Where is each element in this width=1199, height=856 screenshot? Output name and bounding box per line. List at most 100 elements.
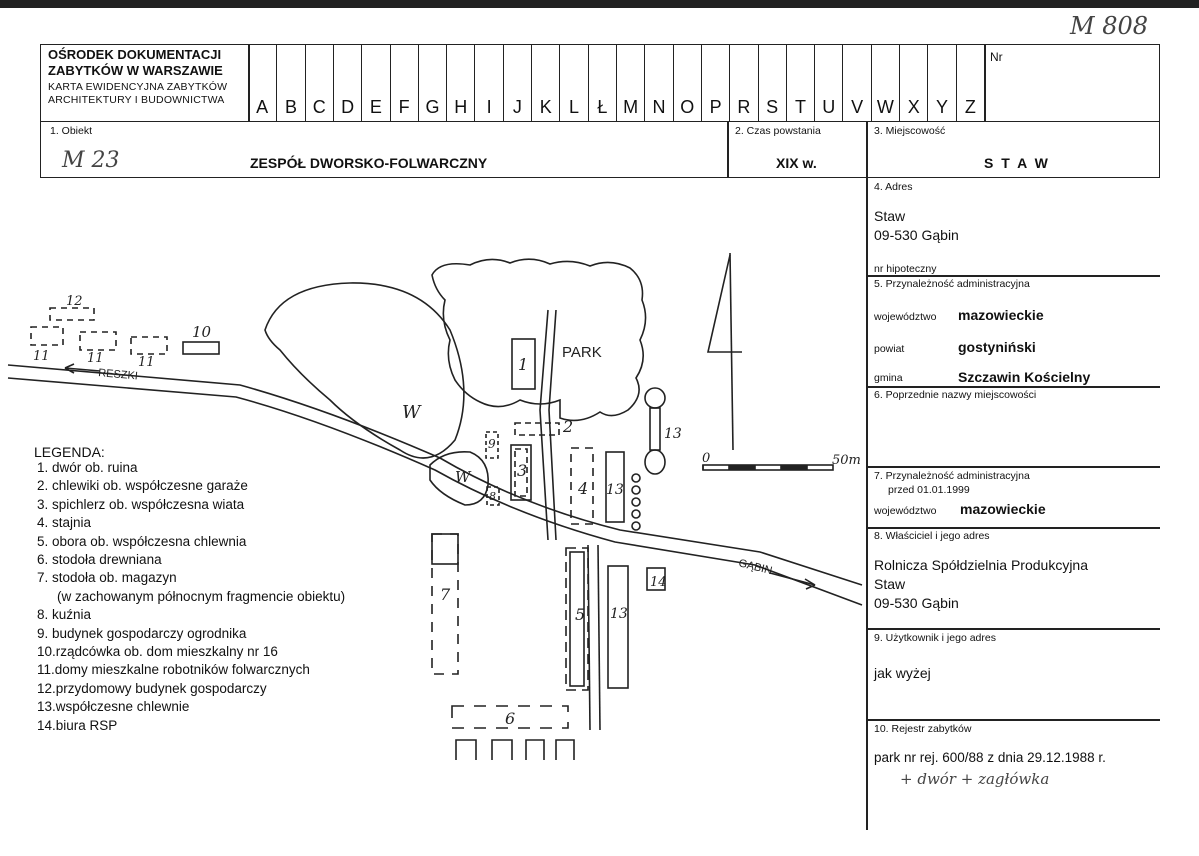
legend-item: 1. dwór ob. ruina (37, 460, 138, 475)
map-label-13c: 13 (610, 606, 628, 622)
building-5-inner (569, 551, 585, 687)
building-12 (49, 307, 95, 321)
letter-cell-7: H (446, 44, 474, 122)
legend-title: LEGENDA: (34, 444, 105, 460)
obiekt-handwritten: M 23 (62, 148, 120, 173)
letter-cell-18: S (757, 44, 786, 122)
legend-item: 14.biura RSP (37, 717, 118, 733)
map-label-water-small: W (455, 468, 472, 486)
building-4 (570, 447, 594, 525)
scale-bar-fill-2 (781, 465, 807, 470)
letter-16: P (709, 97, 722, 117)
legend-item: 5. obora ob. współczesna chlewnia (37, 533, 247, 549)
letter-11: L (569, 97, 580, 117)
map-label-4: 4 (577, 479, 588, 498)
adres-label: 4. Adres (874, 181, 913, 193)
letter-cell-20: U (814, 44, 842, 122)
building-13b-bottom (644, 449, 666, 475)
subtitle-line-2: ARCHITEKTURY I BUDOWNICTWA (48, 94, 225, 106)
letter-cell-22: W (870, 44, 899, 122)
map-label-7: 7 (440, 585, 451, 604)
map-label-12: 12 (66, 294, 83, 309)
building-2 (514, 422, 560, 436)
building-13b-top (644, 387, 666, 409)
building-3-inner (514, 448, 528, 497)
building-7 (431, 533, 459, 675)
legend-item: (w zachowanym północnym fragmencie obiek… (57, 588, 346, 604)
letter-cell-0: A (248, 44, 276, 122)
letter-9: J (512, 97, 522, 117)
letter-18: S (766, 97, 779, 117)
letter-cell-11: L (559, 44, 587, 122)
wlasciciel-label: 8. Właściciel i jego adres (874, 530, 990, 542)
letter-13: M (623, 97, 639, 117)
letter-cell-10: K (531, 44, 559, 122)
letter-4: E (369, 97, 382, 117)
building-13a (605, 451, 625, 523)
arrow-reszki (64, 367, 101, 372)
building-14 (646, 567, 666, 591)
letter-cell-12: Ł (587, 44, 616, 122)
letter-10: K (539, 97, 552, 117)
building-6 (451, 705, 569, 729)
letter-cell-15: O (672, 44, 701, 122)
divider (866, 527, 1160, 529)
subtitle-line-1: KARTA EWIDENCYJNA ZABYTKÓW (48, 81, 228, 93)
przynaleznosc99-sub: przed 01.01.1999 (888, 484, 970, 496)
park-alley-east (548, 309, 557, 541)
letter-20: U (822, 97, 836, 117)
map-label-13a: 13 (606, 482, 624, 498)
rejestr-label: 10. Rejestr zabytków (874, 723, 972, 735)
adres-line-1: Staw (874, 208, 906, 224)
letter-cell-8: I (474, 44, 502, 122)
gmina-value: Szczawin Kościelny (958, 369, 1091, 385)
map-label-10: 10 (192, 323, 212, 341)
map-label-11b: 11 (87, 351, 104, 366)
map-label-13b: 13 (664, 426, 682, 442)
building-10 (182, 341, 220, 355)
adres-line-2: 09-530 Gąbin (874, 227, 959, 243)
building-11c (130, 336, 168, 355)
letter-cell-24: Y (927, 44, 955, 122)
building-3 (510, 444, 532, 501)
letter-19: T (794, 97, 806, 117)
letter-14: N (652, 97, 666, 117)
building-south-c (525, 739, 545, 760)
map-label-14: 14 (650, 575, 667, 590)
legend-item: 13.współczesne chlewnie (37, 699, 190, 715)
woj99-value: mazowieckie (960, 501, 1046, 517)
czas-value: XIX w. (776, 155, 817, 171)
legend-item: 6. stodoła drewniana (37, 552, 162, 568)
divider (248, 44, 250, 122)
building-9 (485, 431, 499, 459)
map-label-11c: 11 (138, 355, 155, 370)
legend-item: 10.rządcówka ob. dom mieszkalny nr 16 (37, 644, 278, 660)
divider (866, 386, 1160, 388)
letter-cell-25: Z (955, 44, 984, 122)
divider (866, 466, 1160, 468)
obiekt-value: ZESPÓŁ DWORSKO-FOLWARCZNY (250, 155, 488, 171)
letter-1: B (284, 97, 297, 117)
letter-cell-2: C (304, 44, 333, 122)
letter-0: A (256, 97, 269, 117)
building-south-a (455, 739, 477, 760)
letter-cell-14: N (644, 44, 672, 122)
rejestr-value: park nr rej. 600/88 z dnia 29.12.1988 r. (874, 750, 1106, 765)
building-5 (565, 547, 589, 691)
legend-item: 9. budynek gospodarczy ogrodnika (37, 625, 247, 641)
pond-small (429, 450, 489, 506)
legend-item: 8. kuźnia (37, 607, 92, 623)
woj99-label: województwo (874, 505, 937, 517)
przynaleznosc99-label: 7. Przynależność administracyjna (874, 470, 1030, 482)
letter-6: G (425, 97, 440, 117)
map-label-1: 1 (518, 355, 528, 374)
map-label-6: 6 (505, 709, 515, 728)
letter-21: V (851, 97, 864, 117)
letter-5: F (398, 97, 410, 117)
miejscowosc-value: S T A W (984, 155, 1050, 171)
letter-22: W (876, 97, 894, 117)
letter-cell-23: X (899, 44, 927, 122)
handwritten-number: M 808 (1070, 12, 1149, 40)
legend-item: 11.domy mieszkalne robotników folwarczny… (37, 662, 310, 678)
letter-7: H (454, 97, 468, 117)
